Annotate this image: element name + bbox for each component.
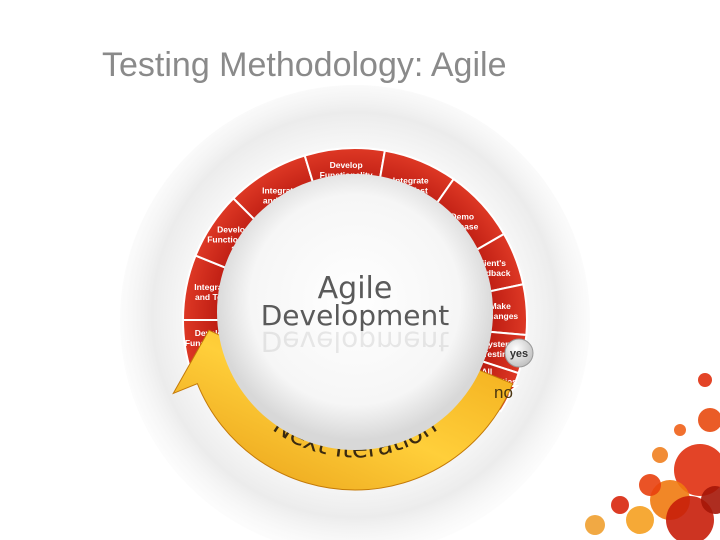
decision-no-label: no	[494, 383, 513, 402]
center-disc	[217, 174, 493, 450]
splatter-blob	[611, 496, 629, 514]
decision-yes-label: yes	[510, 348, 528, 360]
splatter-blob	[674, 444, 720, 496]
page-title: Testing Methodology: Agile	[102, 46, 507, 84]
splatter-blob	[666, 496, 714, 540]
splatter-blob	[585, 515, 605, 535]
center-title-reflection: Development	[261, 325, 450, 358]
paint-splatter-decoration	[585, 373, 720, 540]
splatter-blob	[698, 373, 712, 387]
center-title-line2: Development	[261, 299, 450, 332]
yes-knob	[504, 338, 534, 368]
splatter-blob	[652, 447, 668, 463]
splatter-blob	[698, 408, 720, 432]
center-title-line1: Agile	[318, 271, 393, 306]
splatter-blob	[674, 424, 686, 436]
splatter-blob	[639, 474, 661, 496]
splatter-blob	[626, 506, 654, 534]
splatter-blob	[701, 486, 720, 514]
